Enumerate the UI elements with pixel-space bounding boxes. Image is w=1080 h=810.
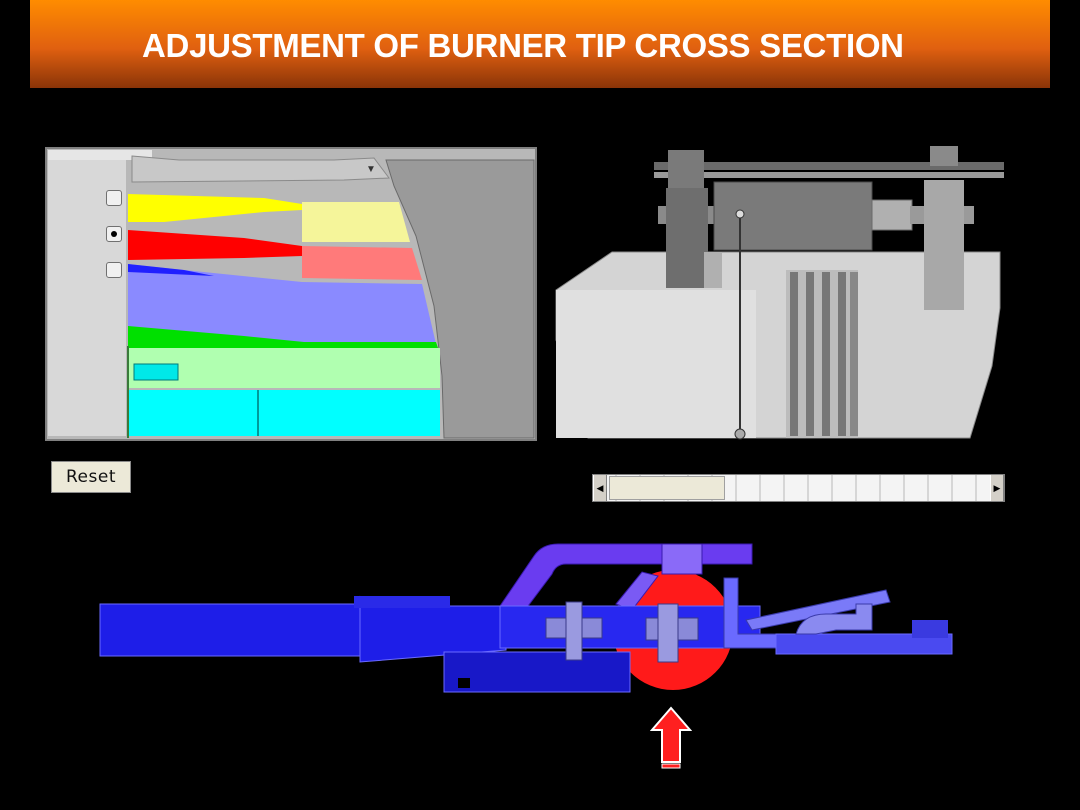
up-arrow-icon	[650, 706, 692, 769]
triangle-left-icon[interactable]: ◀	[593, 475, 607, 501]
yellow-layer	[128, 194, 302, 222]
adjustment-scrollbar[interactable]: ◀ ▶	[592, 474, 1005, 502]
triangle-right-icon[interactable]: ▶	[990, 475, 1004, 501]
layer-option-3[interactable]	[106, 262, 122, 278]
blue-layer	[128, 264, 436, 344]
mechanism-panel	[555, 146, 1004, 440]
layer-option-1[interactable]	[106, 190, 122, 206]
green-layer	[128, 326, 438, 348]
scroll-thumb[interactable]	[609, 476, 725, 500]
red-layer	[128, 230, 302, 260]
page-title: ADJUSTMENT OF BURNER TIP CROSS SECTION	[142, 27, 904, 64]
layer-option-2[interactable]	[106, 226, 122, 242]
cross-section-panel: ▼	[45, 147, 537, 441]
burner-assembly-diagram	[99, 543, 953, 693]
title-banner: ADJUSTMENT OF BURNER TIP CROSS SECTION	[30, 0, 1050, 88]
cyan-layer	[128, 390, 440, 436]
svg-text:▼: ▼	[366, 164, 376, 175]
light-green-layer	[128, 348, 440, 388]
reset-button[interactable]: Reset	[51, 461, 131, 493]
radio-selected-dot	[111, 231, 117, 237]
